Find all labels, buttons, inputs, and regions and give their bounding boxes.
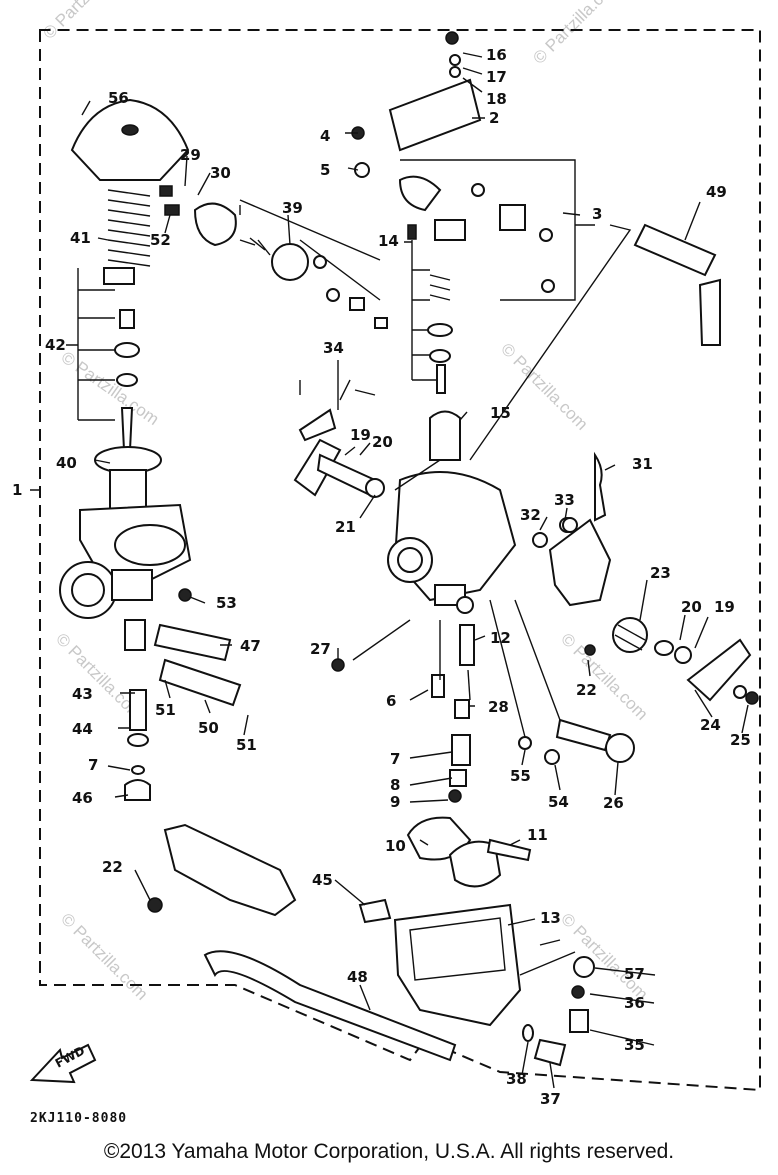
- right-carburetor: [147, 31, 759, 1067]
- callout-41: 41: [70, 229, 91, 247]
- callout-40: 40: [56, 454, 77, 472]
- callout-46: 46: [72, 789, 93, 807]
- callout-37: 37: [540, 1090, 561, 1108]
- callout-48: 48: [347, 968, 368, 986]
- callout-30: 30: [210, 164, 231, 182]
- callouts: 16 17 18 2 4 5 3 49 56 29 30 52 39 41 14…: [12, 46, 751, 1108]
- callout-35: 35: [624, 1036, 645, 1054]
- callout-20: 20: [372, 433, 393, 451]
- callout-10: 10: [385, 837, 406, 855]
- callout-36: 36: [624, 994, 645, 1012]
- callout-43: 43: [72, 685, 93, 703]
- callout-9: 9: [390, 793, 400, 811]
- fwd-arrow-icon: FWD: [29, 1044, 97, 1084]
- callout-45: 45: [312, 871, 333, 889]
- watermark: © Partzilla.com: [57, 909, 151, 1003]
- callout-51-lower: 51: [236, 736, 257, 754]
- callout-7-right: 7: [390, 750, 400, 768]
- callout-17: 17: [486, 68, 507, 86]
- callout-18: 18: [486, 90, 507, 108]
- watermark: © Partzilla.com: [557, 909, 651, 1003]
- callout-22: 22: [576, 681, 597, 699]
- callout-21: 21: [335, 518, 356, 536]
- callout-20-right: 20: [681, 598, 702, 616]
- callout-53: 53: [216, 594, 237, 612]
- callout-29: 29: [180, 146, 201, 164]
- callout-50: 50: [198, 719, 219, 737]
- callout-34: 34: [323, 339, 344, 357]
- left-carburetor: [59, 98, 242, 801]
- callout-33: 33: [554, 491, 575, 509]
- callout-6: 6: [386, 692, 396, 710]
- watermark: © Partzilla.com: [58, 348, 163, 429]
- callout-47: 47: [240, 637, 261, 655]
- callout-8: 8: [390, 776, 400, 794]
- callout-51: 51: [155, 701, 176, 719]
- callout-26: 26: [603, 794, 624, 812]
- assembly-border: [39, 29, 761, 1092]
- callout-38: 38: [506, 1070, 527, 1088]
- callout-7-left: 7: [88, 756, 98, 774]
- callout-25: 25: [730, 731, 751, 749]
- callout-27: 27: [310, 640, 331, 658]
- callout-57: 57: [624, 965, 645, 983]
- callout-23: 23: [650, 564, 671, 582]
- watermark: © Partzilla.com: [529, 0, 623, 68]
- diagram-code: 2KJ110-8080: [30, 1111, 127, 1126]
- callout-49: 49: [706, 183, 727, 201]
- copyright-notice: ©2013 Yamaha Motor Corporation, U.S.A. A…: [103, 1140, 675, 1163]
- callout-15: 15: [490, 404, 511, 422]
- callout-54: 54: [548, 793, 569, 811]
- accelerator-pump-parts: [159, 185, 388, 329]
- callout-2: 2: [489, 109, 499, 127]
- callout-4: 4: [320, 127, 330, 145]
- callout-19: 19: [350, 426, 371, 444]
- callout-24: 24: [700, 716, 721, 734]
- watermark: © Partzilla.com: [39, 0, 133, 43]
- callout-52: 52: [150, 231, 171, 249]
- callout-16: 16: [486, 46, 507, 64]
- callout-28: 28: [488, 698, 509, 716]
- callout-13: 13: [540, 909, 561, 927]
- callout-11: 11: [527, 826, 548, 844]
- callout-5: 5: [320, 161, 330, 179]
- callout-56: 56: [108, 89, 129, 107]
- callout-31: 31: [632, 455, 653, 473]
- callout-44: 44: [72, 720, 93, 738]
- callout-55: 55: [510, 767, 531, 785]
- callout-12: 12: [490, 629, 511, 647]
- callout-1: 1: [12, 481, 22, 499]
- callout-32: 32: [520, 506, 541, 524]
- callout-42: 42: [45, 336, 66, 354]
- callout-22-lower: 22: [102, 858, 123, 876]
- callout-14: 14: [378, 232, 399, 250]
- callout-3: 3: [592, 205, 602, 223]
- leader-lines: [30, 52, 749, 1089]
- callout-19-right: 19: [714, 598, 735, 616]
- callout-39: 39: [282, 199, 303, 217]
